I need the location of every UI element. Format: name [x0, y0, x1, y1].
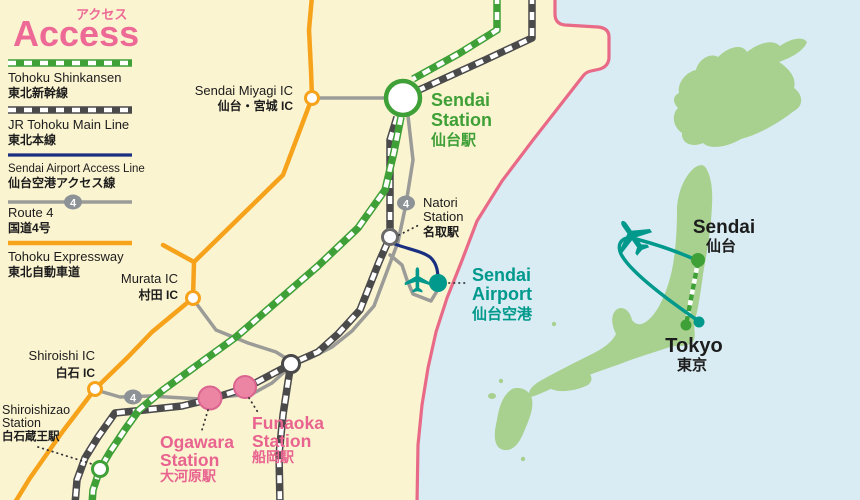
route4-shield-natori: 4: [397, 195, 415, 211]
shiroishizao-label-2: Station: [2, 416, 41, 430]
inset-shinkansen-dashes: [684, 261, 701, 321]
legend-expressway-label-ja: 東北自動車道: [8, 264, 80, 279]
sendai-airport-label-1: Sendai: [472, 265, 531, 285]
sendai-station-label-ja: 仙台駅: [431, 131, 477, 149]
funaoka-label-1: Funaoka: [252, 413, 324, 433]
funaoka-leader: [248, 397, 260, 415]
airport-loop-road: [388, 253, 439, 303]
natori-station-label-ja: 名取駅: [423, 224, 460, 239]
svg-text:4: 4: [130, 393, 137, 405]
kyushu-shape: [494, 388, 533, 451]
natori-leader: [398, 223, 422, 236]
jr-branch-south-dashes: [276, 363, 294, 500]
legend-route4-label: Route 4: [8, 205, 54, 220]
page-title-ja: アクセス: [76, 7, 127, 22]
funaoka-label-2: Station: [252, 431, 311, 451]
inset-sendai-dot: [691, 253, 705, 267]
japan-inset: Sendai 仙台 Tokyo 東京: [494, 38, 807, 462]
shiroishizao-leader: [37, 446, 96, 466]
legend-jr-label-ja: 東北本線: [8, 132, 56, 147]
station-markers: [87, 78, 447, 478]
ogawara-label-2: Station: [160, 450, 219, 470]
airport-access-line: [388, 240, 440, 282]
shinkansen-north-dashes: [411, 0, 500, 81]
sendai-airport-label-ja: 仙台空港: [472, 305, 533, 323]
funaoka-station-circle: [233, 375, 257, 399]
sendai-airport-dot: [429, 274, 447, 292]
shiroishizao-station-circle: [91, 460, 109, 478]
map-labels: Sendai Station 仙台駅 Sendai Miyagi IC 仙台・宮…: [2, 83, 533, 484]
shiroishizao-label-1: Shiroishizao: [2, 403, 70, 417]
legend-airport-access-label: Sendai Airport Access Line: [8, 163, 145, 175]
honshu-shape: [529, 165, 713, 397]
tohoku-expressway: [13, 0, 315, 500]
ogawara-station-circle: [197, 385, 223, 411]
route4-shield-south: 4: [124, 389, 142, 405]
sendai-station-circle: [383, 78, 423, 118]
expressway-main-line: [13, 0, 315, 500]
inset-tokyo-ja-label: 東京: [677, 356, 707, 374]
coastline: [415, 0, 611, 500]
natori-station-label-2: Station: [423, 209, 463, 224]
legend-route4-label-ja: 国道4号: [8, 220, 51, 235]
sendai-station-label-2: Station: [431, 110, 492, 130]
inset-sendai-ja-label: 仙台: [706, 237, 736, 255]
label-leaders: [37, 223, 468, 466]
inset-sendai-label: Sendai: [693, 217, 755, 238]
shinkansen-south-dashes: [90, 116, 404, 500]
murata-ic-label: Murata IC: [121, 271, 178, 286]
hokkaido-shape: [673, 38, 807, 147]
shikoku-shape: [546, 370, 592, 392]
inset-tokyo-dot: [680, 319, 692, 331]
funaoka-label-ja: 船岡駅: [252, 449, 295, 465]
ogawara-label-1: Ogawara: [160, 432, 234, 452]
inset-flight-arc: [617, 236, 699, 322]
shiroishi-ic-label: Shiroishi IC: [29, 348, 95, 363]
expressway-branch-stub: [160, 242, 197, 265]
inset-tokyo-label: Tokyo: [665, 335, 722, 357]
sendai-airport-label-2: Airport: [472, 284, 532, 304]
shiroishi-ic-circle: [87, 381, 103, 397]
inset-tokyo-teal-dot: [693, 316, 705, 328]
sendai-miyagi-ic-circle: [304, 90, 320, 106]
sendai-miyagi-ic-label: Sendai Miyagi IC: [195, 83, 293, 98]
natori-station-circle: [381, 228, 399, 246]
legend-route4-shield: 4: [64, 194, 82, 210]
shiroishi-ic-label-ja: 白石 IC: [56, 365, 96, 380]
murata-ic-label-ja: 村田 IC: [139, 287, 179, 302]
legend-airport-access-label-ja: 仙台空港アクセス線: [8, 175, 115, 190]
legend-expressway-label: Tohoku Expressway: [8, 249, 124, 264]
murata-connector-road: [191, 297, 294, 364]
natori-station-label-1: Natori: [423, 195, 458, 210]
kyushu-islet: [520, 456, 526, 462]
page-title: Access: [13, 13, 139, 54]
murata-ic-circle: [185, 290, 201, 306]
svg-text:4: 4: [403, 199, 410, 211]
jr-line-north-dashes: [418, 0, 535, 93]
ogawara-label-ja: 大河原駅: [160, 468, 217, 484]
legend-shinkansen-label-ja: 東北新幹線: [8, 85, 68, 100]
ogawara-leader: [201, 409, 209, 431]
sendai-station-label-1: Sendai: [431, 90, 490, 110]
legend-jr-label: JR Tohoku Main Line: [8, 117, 129, 132]
legend: アクセス Access Tohoku Shinkansen 東北新幹線 JR T…: [8, 7, 145, 279]
junction-station-circle: [281, 354, 301, 374]
sendai-miyagi-ic-label-ja: 仙台・宮城 IC: [218, 98, 294, 113]
legend-shinkansen-label: Tohoku Shinkansen: [8, 70, 121, 85]
shiroishizao-label-ja: 白石蔵王駅: [2, 429, 60, 443]
svg-text:4: 4: [70, 198, 77, 210]
